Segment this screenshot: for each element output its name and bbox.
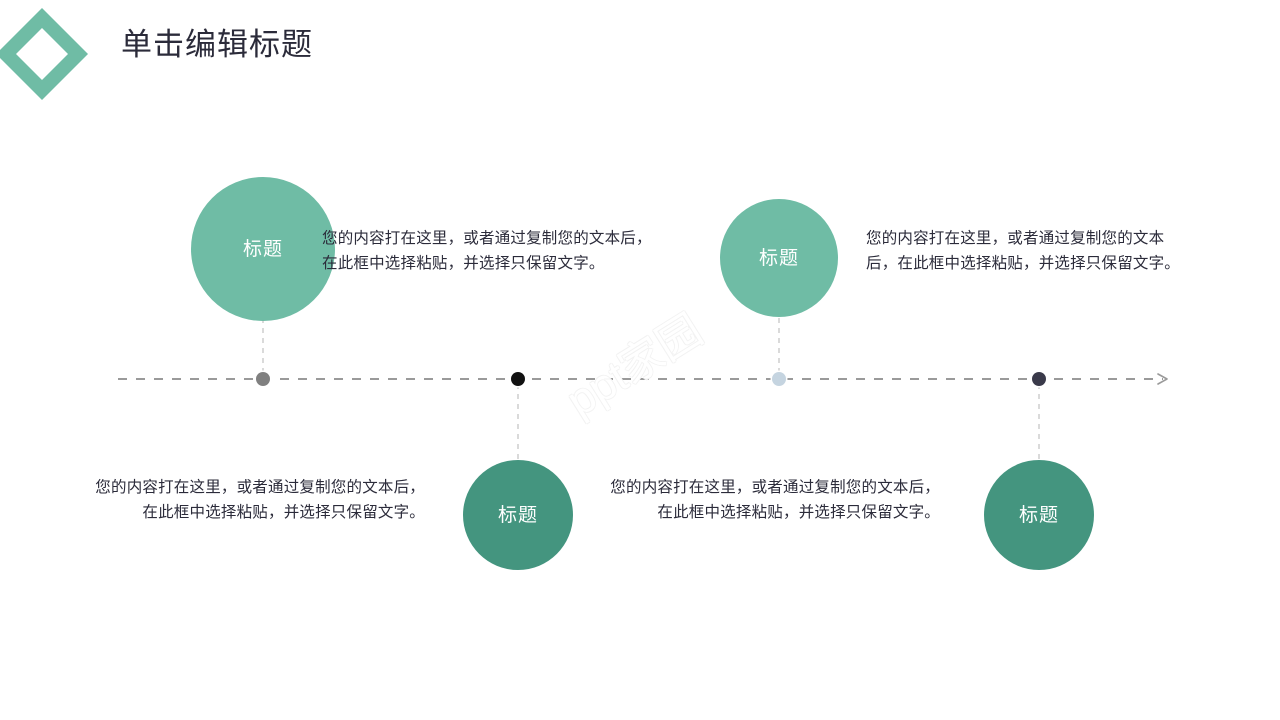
node-circle-label-4: 标题 xyxy=(1018,504,1059,526)
node-circle-2[interactable]: 标题 xyxy=(463,460,573,570)
page-title: 单击编辑标题 xyxy=(121,27,313,62)
connector-line-2 xyxy=(517,384,519,460)
slide-header: 单击编辑标题 xyxy=(0,0,700,110)
body-text-1: 您的内容打在这里，或者通过复制您的文本后，在此框中选择粘贴，并选择只保留文字。 xyxy=(322,230,652,272)
connector-line-1 xyxy=(262,308,264,374)
node-circle-label-1: 标题 xyxy=(242,238,283,260)
timeline-dot-2[interactable] xyxy=(511,372,525,386)
timeline-dot-4[interactable] xyxy=(1032,372,1046,386)
body-text-4: 您的内容打在这里，或者通过复制您的文本后，在此框中选择粘贴，并选择只保留文字。 xyxy=(95,479,425,521)
node-circle-4[interactable]: 标题 xyxy=(984,460,1094,570)
node-circle-3[interactable]: 标题 xyxy=(720,199,838,317)
timeline-dot-3[interactable] xyxy=(772,372,786,386)
diamond-outline-icon xyxy=(0,8,88,100)
watermark-text: ppt家园 xyxy=(558,305,711,427)
body-text-2: 您的内容打在这里，或者通过复制您的文本后，在此框中选择粘贴，并选择只保留文字。 xyxy=(610,479,940,521)
connector-line-3 xyxy=(778,318,780,374)
connector-line-4 xyxy=(1038,384,1040,460)
body-text-3: 您的内容打在这里，或者通过复制您的文本后，在此框中选择粘贴，并选择只保留文字。 xyxy=(866,230,1181,272)
node-circle-1[interactable]: 标题 xyxy=(191,177,335,321)
node-circle-label-2: 标题 xyxy=(497,504,538,526)
node-circle-label-3: 标题 xyxy=(758,247,799,269)
timeline-arrow-icon xyxy=(1157,373,1168,385)
timeline-axis xyxy=(118,378,1163,380)
timeline-dot-1[interactable] xyxy=(256,372,270,386)
